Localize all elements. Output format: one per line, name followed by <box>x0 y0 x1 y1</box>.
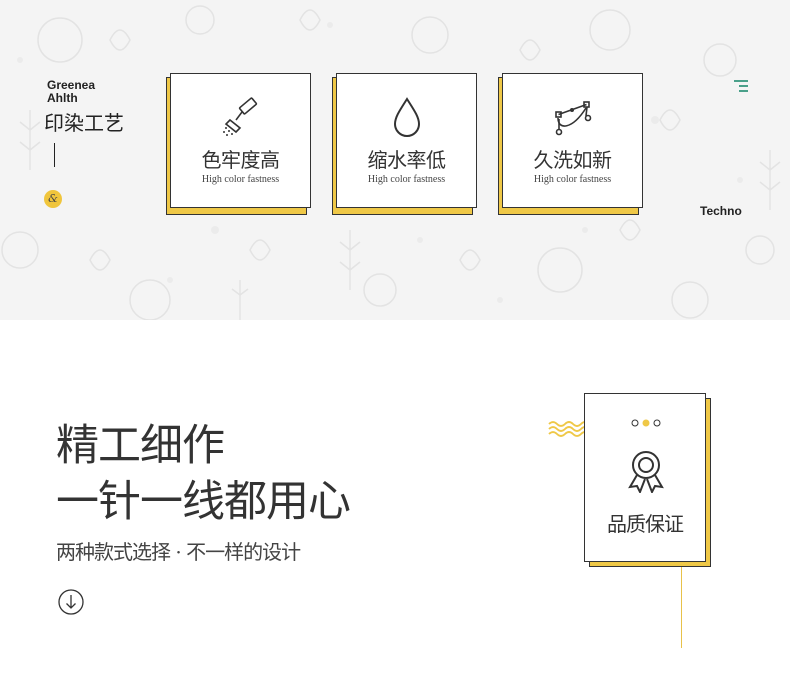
card-face: 久洗如新 High color fastness <box>502 73 643 208</box>
feature-title: 久洗如新 <box>533 148 613 172</box>
side-label: Techno <box>700 204 742 218</box>
water-drop-icon <box>393 97 420 137</box>
feature-card-wash-like-new: 久洗如新 High color fastness <box>498 73 643 215</box>
carousel-dots <box>631 419 661 427</box>
card-face: 品质保证 <box>584 393 706 562</box>
feature-subtitle: High color fastness <box>201 174 280 185</box>
card-face: 色牢度高 High color fastness <box>170 73 311 208</box>
scroll-down-arrow-icon[interactable] <box>58 589 84 615</box>
feature-subtitle: High color fastness <box>533 174 612 185</box>
card-face: 缩水率低 High color fastness <box>336 73 477 208</box>
award-ribbon-icon <box>628 451 664 493</box>
brand-name: Greenea Ahlth <box>47 78 96 105</box>
feature-card-color-fastness: 色牢度高 High color fastness <box>166 73 311 215</box>
bezier-curve-icon <box>554 101 591 136</box>
quality-title: 品质保证 <box>607 512 684 536</box>
brand-title-cn: 印染工艺 <box>44 111 124 135</box>
feature-title: 缩水率低 <box>367 148 447 172</box>
headline-line-1: 精工细作 <box>56 421 225 471</box>
banner: Greenea Ahlth 印染工艺 & 色牢度高 High color fas… <box>0 0 790 320</box>
feature-card-shrinkage: 缩水率低 High color fastness <box>332 73 477 215</box>
gold-vertical-line <box>681 545 682 648</box>
floral-pattern-background <box>1 5 781 320</box>
ampersand-badge: & <box>44 190 62 208</box>
feature-subtitle: High color fastness <box>367 174 446 185</box>
headline: 精工细作 一针一线都用心 <box>56 418 351 530</box>
brand-block: Greenea Ahlth 印染工艺 <box>44 78 124 167</box>
menu-icon[interactable] <box>734 80 748 92</box>
tagline: 两种款式选择 · 不一样的设计 <box>56 540 301 564</box>
divider <box>54 143 55 167</box>
feature-title: 色牢度高 <box>201 148 281 172</box>
paint-roller-icon <box>222 97 257 136</box>
headline-line-2: 一针一线都用心 <box>56 477 351 527</box>
quality-card: 品质保证 <box>584 393 711 567</box>
